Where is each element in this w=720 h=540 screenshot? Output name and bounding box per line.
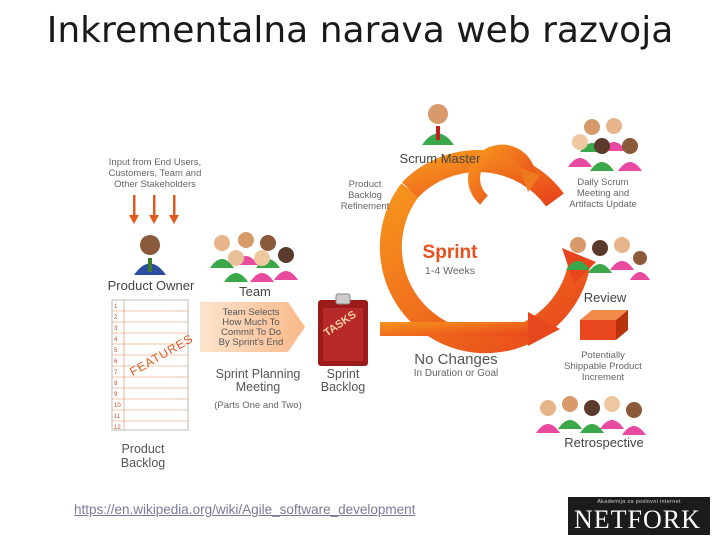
sprint-backlog-line: Backlog: [320, 380, 366, 394]
refinement-line: Refinement: [340, 201, 390, 212]
team-selects-text: Team Selects How Much To Commit To Do By…: [206, 308, 296, 348]
backlog-number: 1: [114, 304, 118, 310]
input-line: Other Stakeholders: [114, 179, 196, 190]
daily-line: Meeting and: [576, 188, 630, 199]
product-backlog-text: Product Backlog: [110, 442, 176, 470]
retrospective-people-icon: [536, 396, 646, 435]
no-changes-label: No Changes: [414, 351, 498, 368]
team-selects-line: By Sprint's End: [218, 337, 284, 348]
increment-box-icon: [580, 310, 628, 340]
daily-scrum-people-icon: [568, 118, 642, 171]
product-backlog-list: [111, 299, 189, 431]
no-changes-arrow: [380, 312, 560, 346]
input-line: Customers, Team and: [108, 168, 202, 179]
input-line: Input from End Users,: [108, 157, 202, 168]
planning-line: Sprint Planning: [215, 367, 301, 381]
logo-tagline: Akademija za poslovni internet: [597, 499, 681, 505]
backlog-number: 10: [114, 403, 121, 409]
source-link[interactable]: https://en.wikipedia.org/wiki/Agile_soft…: [74, 502, 416, 517]
team-selects-line: Team Selects: [222, 307, 280, 318]
backlog-number: 3: [114, 326, 118, 332]
review-people-icon: [566, 237, 650, 280]
increment-text: Potentially Shippable Product Increment: [556, 350, 650, 383]
refinement-line: Product: [348, 179, 382, 190]
increment-line: Potentially: [581, 350, 625, 361]
team-selects-line: How Much To: [222, 317, 280, 328]
planning-line: Meeting: [235, 380, 281, 394]
backlog-number: 5: [114, 348, 118, 354]
daily-scrum-text: Daily Scrum Meeting and Artifacts Update: [560, 177, 646, 210]
daily-line: Daily Scrum: [577, 177, 629, 188]
team-people-icon: [210, 232, 298, 282]
backlog-number: 11: [114, 414, 121, 420]
team-label: Team: [239, 284, 271, 299]
backlog-number: 12: [114, 425, 121, 431]
team-selects-arrow: [200, 302, 305, 352]
netfork-logo: Akademija za poslovni internet NETFORK: [568, 497, 710, 535]
product-owner-label: Product Owner: [107, 278, 195, 293]
backlog-number: 7: [114, 370, 118, 376]
refinement-line: Backlog: [348, 190, 382, 201]
sprint-label: Sprint: [422, 242, 478, 263]
team-selects-line: Commit To Do: [220, 327, 281, 338]
backlog-number: 8: [114, 381, 118, 387]
sprint-backlog-clipboard-icon: [318, 293, 368, 366]
daily-line: Artifacts Update: [569, 199, 637, 210]
input-text: Input from End Users, Customers, Team an…: [95, 157, 215, 190]
planning-sub: (Parts One and Two): [214, 400, 302, 411]
backlog-number: 2: [114, 315, 118, 321]
review-label: Review: [583, 290, 627, 305]
product-backlog-line: Backlog: [120, 456, 166, 470]
sprint-backlog-line: Sprint: [326, 367, 360, 381]
product-owner-person-icon: [134, 235, 166, 275]
scrum-master-label: Scrum Master: [399, 151, 481, 166]
slide-title: Inkrementalna narava web razvoja: [46, 10, 674, 51]
backlog-numbers: 1 2 3 4 5 6 7 8 9 10 11 12: [114, 302, 124, 434]
backlog-number: 9: [114, 392, 118, 398]
sprint-backlog-text: Sprint Backlog: [313, 368, 373, 394]
increment-line: Shippable Product: [564, 361, 642, 372]
product-backlog-line: Product: [121, 442, 165, 456]
input-arrows: [129, 195, 179, 224]
backlog-number: 4: [114, 337, 118, 343]
backlog-rows: [112, 300, 188, 430]
backlog-number: 6: [114, 359, 118, 365]
logo-word: NETFORK: [574, 505, 701, 534]
sprint-duration: 1-4 Weeks: [425, 265, 475, 277]
no-changes-sub: In Duration or Goal: [413, 368, 499, 379]
increment-line: Increment: [581, 372, 625, 383]
scrum-master-person-icon: [422, 104, 454, 145]
refinement-text: Product Backlog Refinement: [335, 179, 395, 212]
retrospective-label: Retrospective: [564, 435, 644, 450]
planning-text: Sprint Planning Meeting: [200, 368, 316, 394]
